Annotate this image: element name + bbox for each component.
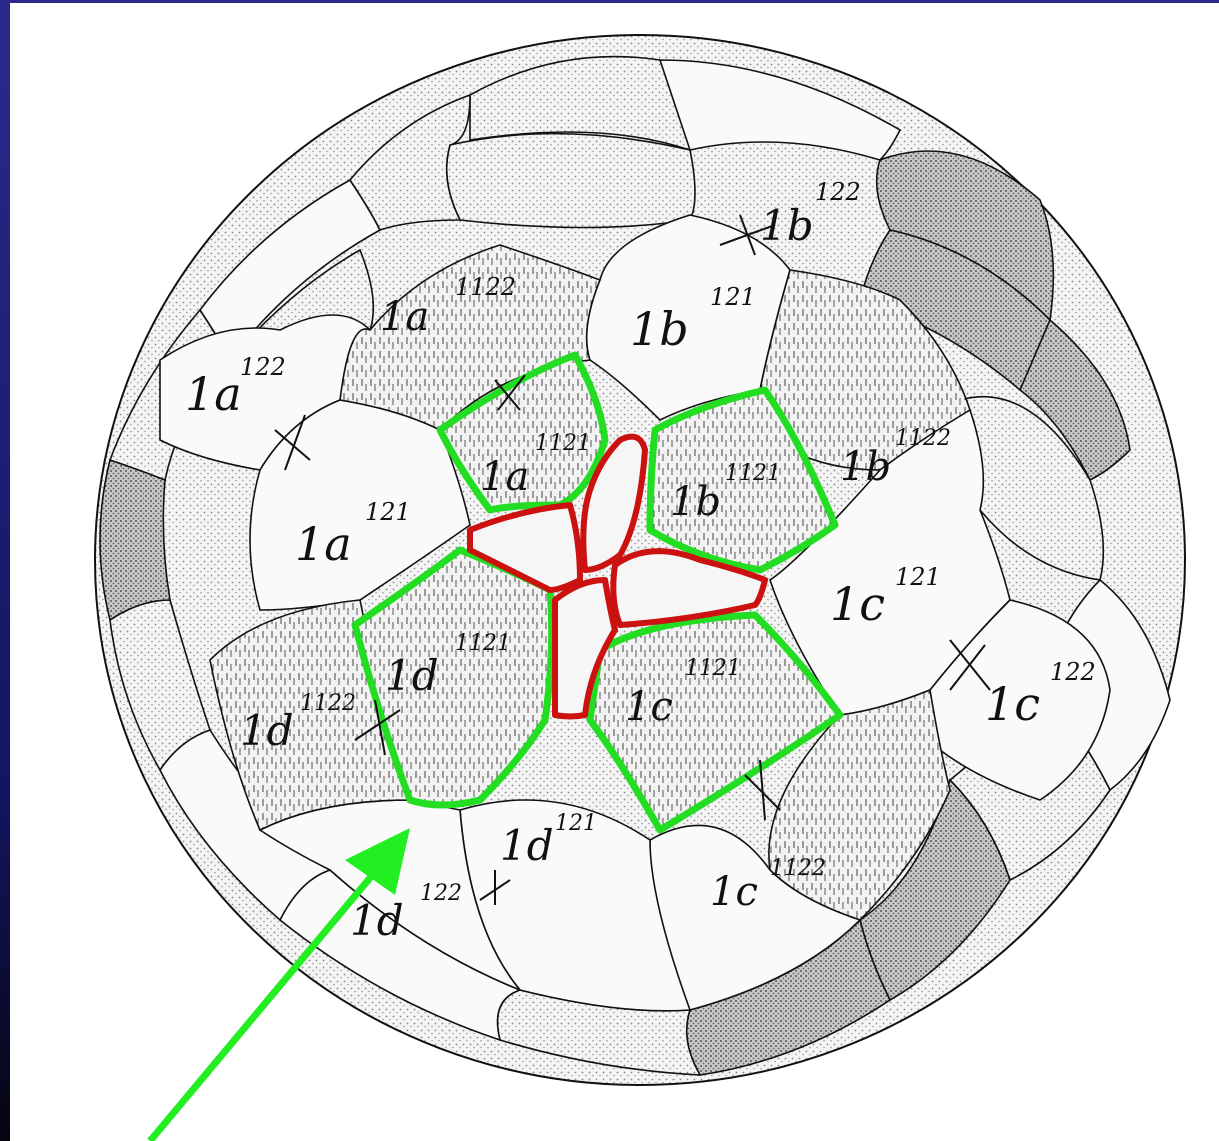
label-1b1121-main: 1b: [670, 479, 721, 525]
cell-labels: 1a 122 1a 1122 1b 121 1b 122 1a 121 1a 1…: [185, 178, 1096, 945]
label-1c1122-sup: 1122: [770, 856, 826, 881]
label-1b1122-sup: 1122: [895, 426, 951, 451]
division-marks: [274, 214, 991, 905]
label-1a122-main: 1a: [185, 367, 242, 421]
label-1b1121-sup: 1121: [725, 461, 781, 486]
pointer-arrow: [147, 828, 410, 1141]
label-1c1122-main: 1c: [710, 869, 758, 915]
label-1d121-sup: 121: [555, 811, 597, 836]
label-1c1121-sup: 1121: [685, 656, 741, 681]
label-1d1121-sup: 1121: [455, 631, 511, 656]
label-1c122-sup: 122: [1050, 658, 1096, 686]
label-1b121-main: 1b: [630, 302, 689, 356]
label-1a1121-sup: 1121: [535, 431, 591, 456]
label-1c122-main: 1c: [985, 677, 1040, 731]
label-1a1121-main: 1a: [480, 454, 529, 500]
green-outlined-cells: [351, 351, 844, 834]
central-cell-left: [467, 502, 583, 593]
label-1c121-sup: 121: [895, 563, 941, 591]
label-1d121-main: 1d: [500, 821, 554, 870]
label-1d122-main: 1d: [350, 896, 404, 945]
cell-1a1121: [436, 351, 609, 514]
label-1b122-main: 1b: [760, 201, 814, 250]
middle-cells: [159, 214, 1111, 1012]
cell-1d1121: [351, 546, 556, 809]
label-1d1121-main: 1d: [385, 651, 439, 700]
central-cell-right: [610, 548, 768, 628]
label-1a121-sup: 121: [365, 498, 411, 526]
label-1d122-sup: 122: [420, 881, 462, 906]
central-cell-bottom: [551, 577, 618, 720]
slide-left-border: [0, 0, 10, 1141]
label-1d1122-sup: 1122: [300, 691, 356, 716]
label-1b121-sup: 121: [710, 283, 756, 311]
label-1a1122-main: 1a: [380, 294, 429, 340]
cell-1c1121: [586, 611, 844, 834]
red-outlined-cells: [467, 433, 768, 720]
label-1d1122-main: 1d: [240, 706, 294, 755]
label-1a121-main: 1a: [295, 517, 352, 571]
slide-top-border: [0, 0, 1219, 3]
label-1b122-sup: 122: [815, 178, 861, 206]
label-1a122-sup: 122: [240, 353, 286, 381]
label-1b1122-main: 1b: [840, 444, 891, 490]
central-cell-top: [580, 433, 648, 573]
label-1a1122-sup: 1122: [455, 273, 516, 301]
cell-1b1121: [646, 386, 839, 574]
label-1c121-main: 1c: [830, 577, 885, 631]
label-1c1121-main: 1c: [625, 684, 673, 730]
